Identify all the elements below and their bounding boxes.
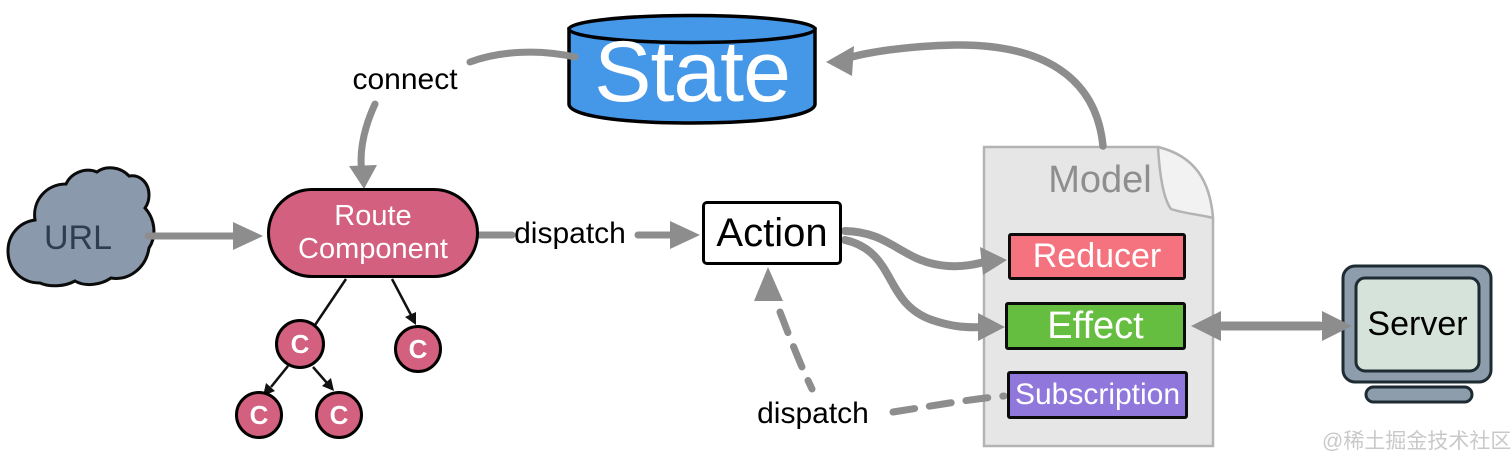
reducer-node: Reducer — [1008, 233, 1186, 280]
dashed-dispatch-to-action — [776, 308, 816, 393]
subscription-node: Subscription — [1007, 371, 1188, 419]
connect-arrow-to-route — [357, 100, 379, 178]
arrowhead-into-server — [1322, 311, 1352, 341]
arrow-model-to-state — [844, 41, 1107, 150]
connect-edge-label: connect — [352, 63, 458, 96]
component-node-1: C — [275, 319, 325, 369]
arrowhead-url-to-route — [233, 222, 263, 250]
effect-node: Effect — [1005, 302, 1186, 350]
tree-line-route-to-c2 — [390, 278, 413, 316]
arrowhead-into-reducer — [980, 247, 1007, 275]
action-text: Action — [716, 210, 828, 255]
arrow-action-to-reducer — [841, 227, 992, 271]
reducer-text: Reducer — [1032, 237, 1162, 275]
component-node-3: C — [235, 391, 283, 439]
url-node-label: URL — [22, 216, 134, 260]
state-cylinder — [567, 13, 817, 125]
model-document-fold — [1156, 145, 1215, 220]
subscription-dispatch-edge-label: dispatch — [757, 397, 869, 430]
arrowhead-dispatch-to-action — [670, 221, 700, 249]
tree-arrowhead-c4 — [322, 378, 334, 391]
component-node-4: C — [315, 391, 363, 439]
url-text: URL — [43, 218, 113, 257]
arrowhead-dashed-into-action — [754, 267, 783, 301]
state-text: State — [594, 23, 791, 120]
arrowhead-into-effect-from-server — [1191, 311, 1221, 341]
connect-line-from-state — [466, 48, 579, 66]
tree-arrowhead-c2 — [405, 312, 416, 325]
dispatch-edge-label: dispatch — [514, 217, 626, 250]
action-node: Action — [702, 201, 842, 265]
effect-text: Effect — [1047, 304, 1144, 347]
tree-line-route-to-c1 — [311, 278, 348, 329]
server-node-label: Server — [1356, 278, 1479, 371]
route-component-text: Route Component — [298, 200, 448, 265]
tree-line-c1-to-c3 — [270, 365, 289, 388]
state-node-label: State — [569, 24, 815, 120]
model-title: Model — [1048, 158, 1152, 201]
subscription-text: Subscription — [1014, 378, 1181, 411]
dashed-subscription-to-dispatch — [889, 392, 1008, 416]
tree-line-c1-to-c4 — [312, 366, 328, 384]
route-component-node: Route Component — [267, 188, 479, 278]
url-cloud-icon — [6, 166, 156, 288]
arrowhead-into-effect — [978, 313, 1005, 341]
watermark: @稀土掘金技术社区 — [1322, 430, 1512, 453]
server-monitor-icon — [1341, 264, 1493, 404]
arrowhead-connect — [349, 165, 377, 189]
arrowhead-model-to-state — [826, 46, 854, 76]
component-node-2: C — [394, 325, 442, 373]
server-text: Server — [1367, 305, 1468, 343]
arrow-action-to-effect — [841, 236, 988, 332]
